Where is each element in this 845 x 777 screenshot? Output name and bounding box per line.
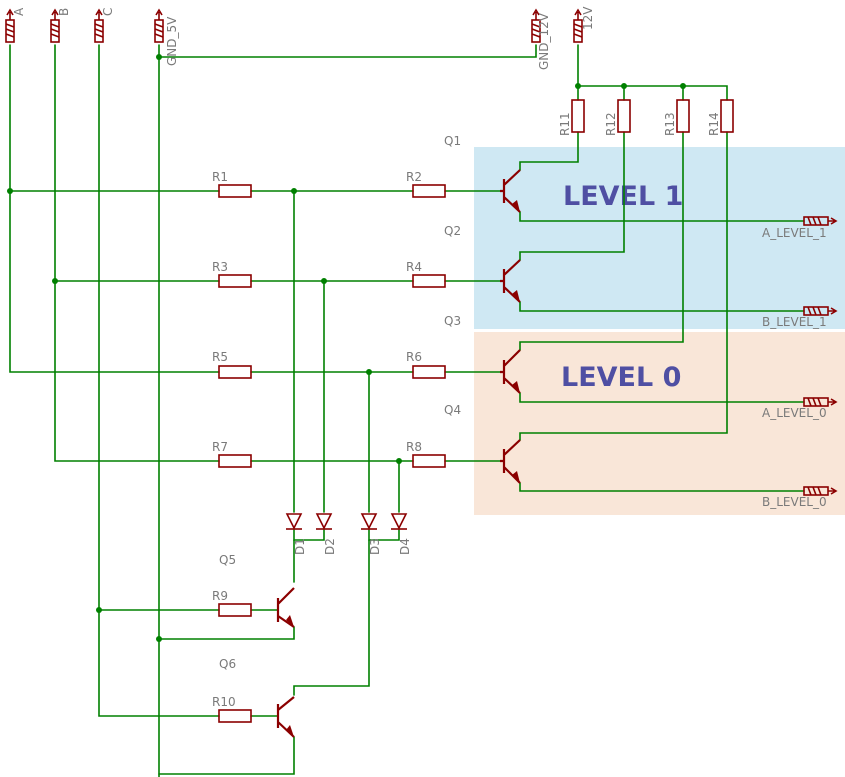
- level-1-label: LEVEL 1: [563, 181, 683, 212]
- transistor-q1: Q1: [444, 134, 521, 213]
- diode-d1: D1: [285, 513, 307, 555]
- q6-label: Q6: [219, 657, 236, 671]
- r10-label: R10: [212, 695, 236, 709]
- transistor-q5: Q5: [219, 553, 295, 628]
- resistor-r1: [218, 184, 252, 198]
- d1-label: D1: [293, 538, 307, 555]
- r8-label: R8: [406, 440, 422, 454]
- level-0-region: [474, 332, 845, 515]
- r13-label: R13: [663, 112, 677, 136]
- resistor-r12: [617, 99, 631, 133]
- r4-label: R4: [406, 260, 422, 274]
- input-b-label: B: [57, 8, 71, 16]
- q4-label: Q4: [444, 403, 461, 417]
- output-a-level-1: A_LEVEL_1: [762, 216, 838, 240]
- r1-label: R1: [212, 170, 228, 184]
- resistor-r9: [218, 603, 252, 617]
- connector-b: B: [50, 8, 71, 43]
- diode-d3: D3: [360, 513, 382, 555]
- junctions: [7, 54, 686, 642]
- resistor-r3: [218, 274, 252, 288]
- q3-label: Q3: [444, 314, 461, 328]
- input-a-label: A: [12, 7, 26, 16]
- input-connectors: A B C GND_5V GND_12V 12V: [5, 6, 595, 70]
- r5-label: R5: [212, 350, 228, 364]
- b-level-1-label: B_LEVEL_1: [762, 315, 827, 329]
- connector-c: C: [94, 8, 115, 43]
- d3-label: D3: [368, 538, 382, 555]
- r6-label: R6: [406, 350, 422, 364]
- a-level-1-label: A_LEVEL_1: [762, 226, 827, 240]
- v12-label: 12V: [581, 6, 595, 30]
- connector-gnd-12v: GND_12V: [531, 8, 551, 70]
- diode-d2: D2: [315, 513, 337, 555]
- r11-label: R11: [558, 112, 572, 136]
- r12-label: R12: [604, 112, 618, 136]
- q2-label: Q2: [444, 224, 461, 238]
- resistor-r14: [720, 99, 734, 133]
- transistor-q6: Q6: [219, 657, 295, 738]
- transistor-q4: Q4: [444, 403, 521, 484]
- r14-label: R14: [707, 112, 721, 136]
- resistor-r7: [218, 454, 252, 468]
- resistor-r4: [412, 274, 446, 288]
- resistor-r2: [412, 184, 446, 198]
- diode-d4: D4: [390, 513, 412, 555]
- connector-12v: 12V: [573, 6, 595, 43]
- d4-label: D4: [398, 538, 412, 555]
- wires: [9, 44, 805, 777]
- q1-label: Q1: [444, 134, 461, 148]
- resistor-r5: [218, 365, 252, 379]
- transistor-q3: Q3: [444, 314, 521, 394]
- transistor-q2: Q2: [444, 224, 521, 303]
- r7-label: R7: [212, 440, 228, 454]
- d2-label: D2: [323, 538, 337, 555]
- output-b-level-1: B_LEVEL_1: [762, 306, 838, 329]
- transistors: Q1 Q2 Q3 Q4 Q5 Q6: [219, 134, 521, 738]
- gnd-12v-label: GND_12V: [537, 12, 551, 70]
- gnd-5v-label: GND_5V: [165, 16, 179, 66]
- resistor-r6: [412, 365, 446, 379]
- resistor-r13: [676, 99, 690, 133]
- level-0-label: LEVEL 0: [561, 362, 681, 393]
- level-1-region: [474, 147, 845, 329]
- output-connectors: A_LEVEL_1 B_LEVEL_1 A_LEVEL_0 B_LEVEL_0: [762, 216, 838, 509]
- b-level-0-label: B_LEVEL_0: [762, 495, 827, 509]
- connector-a: A: [5, 7, 26, 43]
- resistor-r8: [412, 454, 446, 468]
- a-level-0-label: A_LEVEL_0: [762, 406, 827, 420]
- resistor-r11: [571, 99, 585, 133]
- connector-gnd-5v: GND_5V: [154, 8, 179, 66]
- r9-label: R9: [212, 589, 228, 603]
- output-b-level-0: B_LEVEL_0: [762, 486, 838, 509]
- q5-label: Q5: [219, 553, 236, 567]
- diodes: D1 D2 D3 D4: [285, 513, 412, 555]
- input-c-label: C: [101, 8, 115, 16]
- resistor-r10: [218, 709, 252, 723]
- resistors: R1 R2 R3 R4 R5 R6 R7 R8 R9 R10 R11 R12 R…: [212, 99, 734, 723]
- r2-label: R2: [406, 170, 422, 184]
- output-a-level-0: A_LEVEL_0: [762, 397, 838, 420]
- r3-label: R3: [212, 260, 228, 274]
